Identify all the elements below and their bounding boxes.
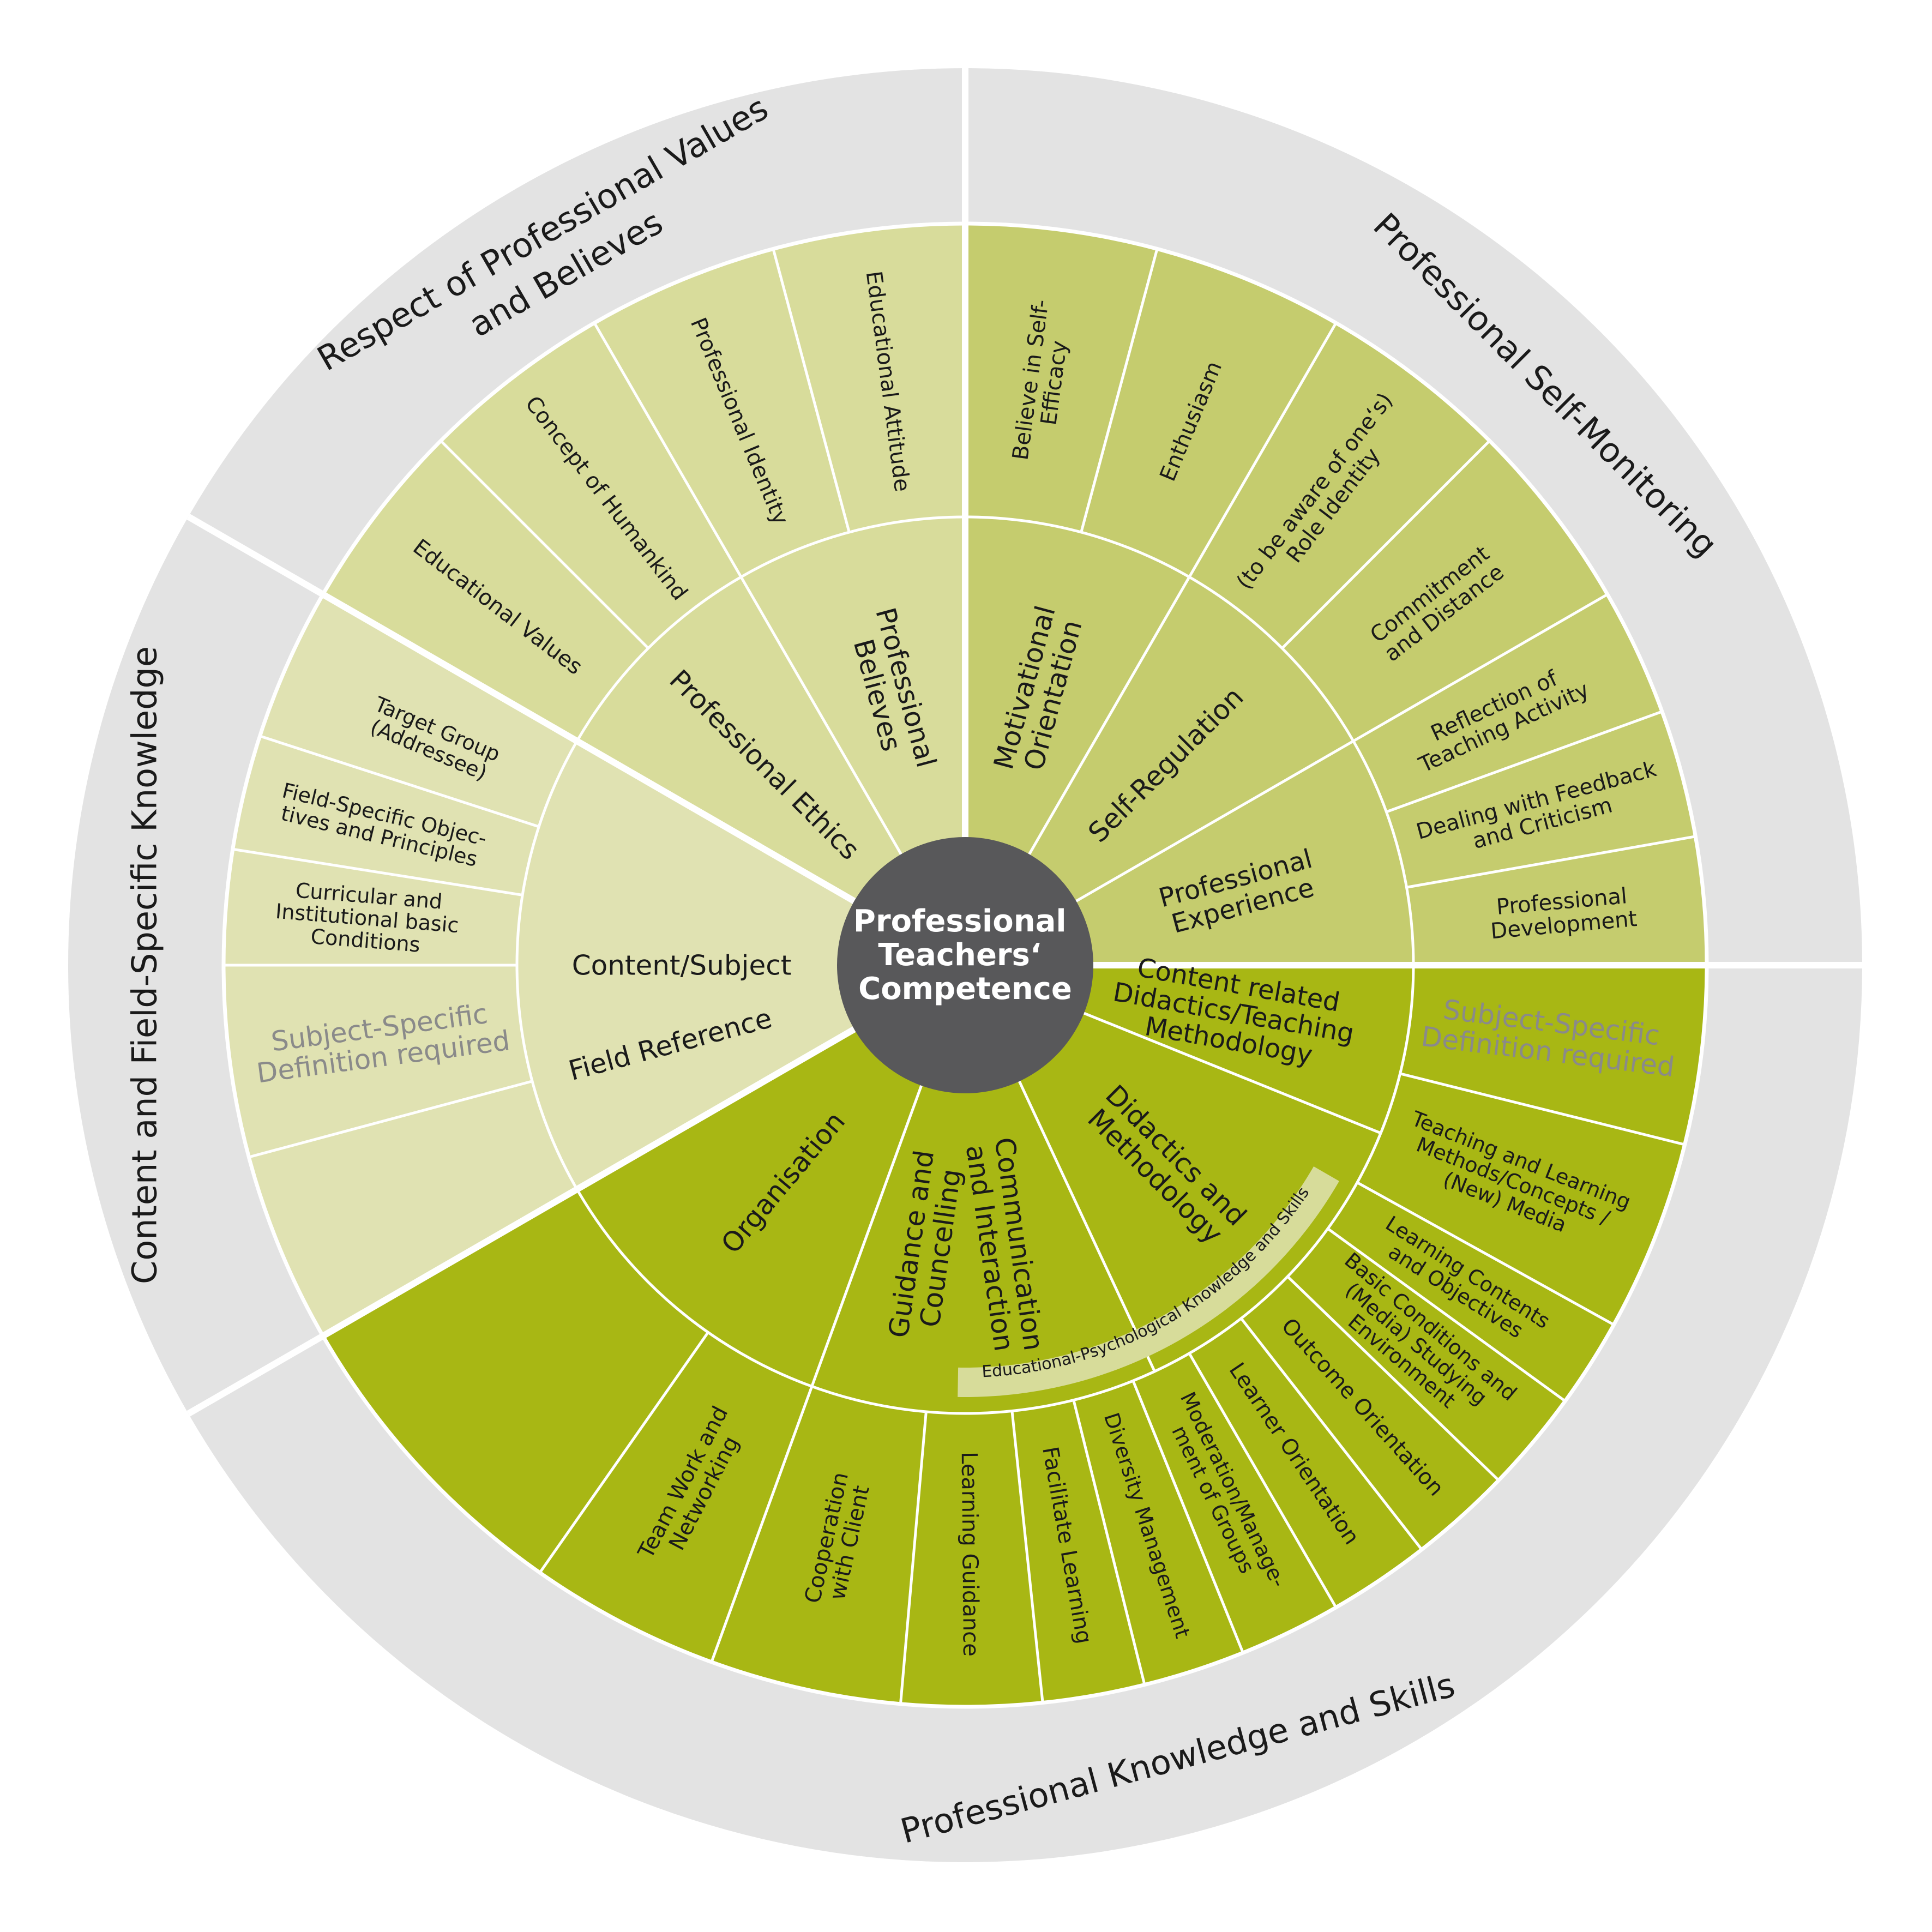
divider-line [1083, 1012, 1382, 1135]
divider-line [1240, 1317, 1423, 1551]
divider-line [1386, 710, 1663, 814]
sector-fill-skills [323, 965, 1707, 1707]
sectors [223, 223, 1707, 1707]
divider-line [1327, 1227, 1566, 1403]
band-arc [958, 1166, 1339, 1397]
divider-line [1352, 593, 1609, 743]
outer-ring-sector-self_monitoring [965, 68, 1862, 965]
divider-line [186, 1026, 856, 1417]
sector-fill-values [323, 223, 965, 902]
outer-segment-label: Learning Guidance [956, 1452, 983, 1657]
divider-line [1018, 1080, 1156, 1373]
divider-line [1356, 1181, 1615, 1326]
divider-line [1188, 1352, 1338, 1609]
middle-segment-label: Content/Subject [572, 950, 792, 982]
divider-line [1131, 1380, 1244, 1653]
divider-line [1399, 1072, 1686, 1146]
center-title-line: Teachers‘ [878, 937, 1042, 973]
center-title-line: Professional [853, 904, 1067, 939]
divider-line [1080, 248, 1159, 533]
sector-fill-content [223, 594, 856, 1336]
divider-line [1281, 440, 1491, 649]
center-hub: Professional Teachers‘ Competence [837, 837, 1093, 1093]
divider-line [1072, 1399, 1146, 1686]
divider-line [440, 440, 649, 649]
outer-ring-sector-skills [188, 965, 1863, 1862]
divider-line [259, 735, 540, 828]
divider-line [593, 322, 743, 578]
outer-ring-title: Content and Field-Specific Knowledge [125, 646, 165, 1284]
divider-line [899, 1411, 928, 1705]
divider-line [772, 248, 851, 533]
divider-line [1010, 1411, 1044, 1703]
divider-line [739, 576, 902, 855]
divider-line [1188, 322, 1338, 578]
divider-line [1075, 739, 1355, 902]
divider-line [710, 1386, 814, 1663]
divider-line [248, 1080, 533, 1159]
middle-segment-label-line: Content/Subject [572, 950, 792, 982]
outer-ring-title-line: Content and Field-Specific Knowledge [125, 646, 165, 1284]
divider-line [1286, 1275, 1500, 1482]
divider-line [1028, 576, 1191, 855]
divider-line [186, 514, 856, 904]
center-title-line: Competence [858, 971, 1072, 1007]
divider-line [810, 1085, 923, 1387]
dividers [186, 68, 1862, 1709]
divider-line [1406, 835, 1696, 889]
center-title: Professional Teachers‘ Competence [853, 904, 1077, 1007]
center-circle [837, 837, 1093, 1093]
outer-ring-sector-content [68, 516, 323, 1414]
outer-segment-label-line: Learning Guidance [956, 1452, 983, 1657]
divider-line [538, 1331, 709, 1574]
divider-line [232, 847, 523, 896]
middle-segment-label: Guidance andCouncelling [883, 1148, 970, 1344]
